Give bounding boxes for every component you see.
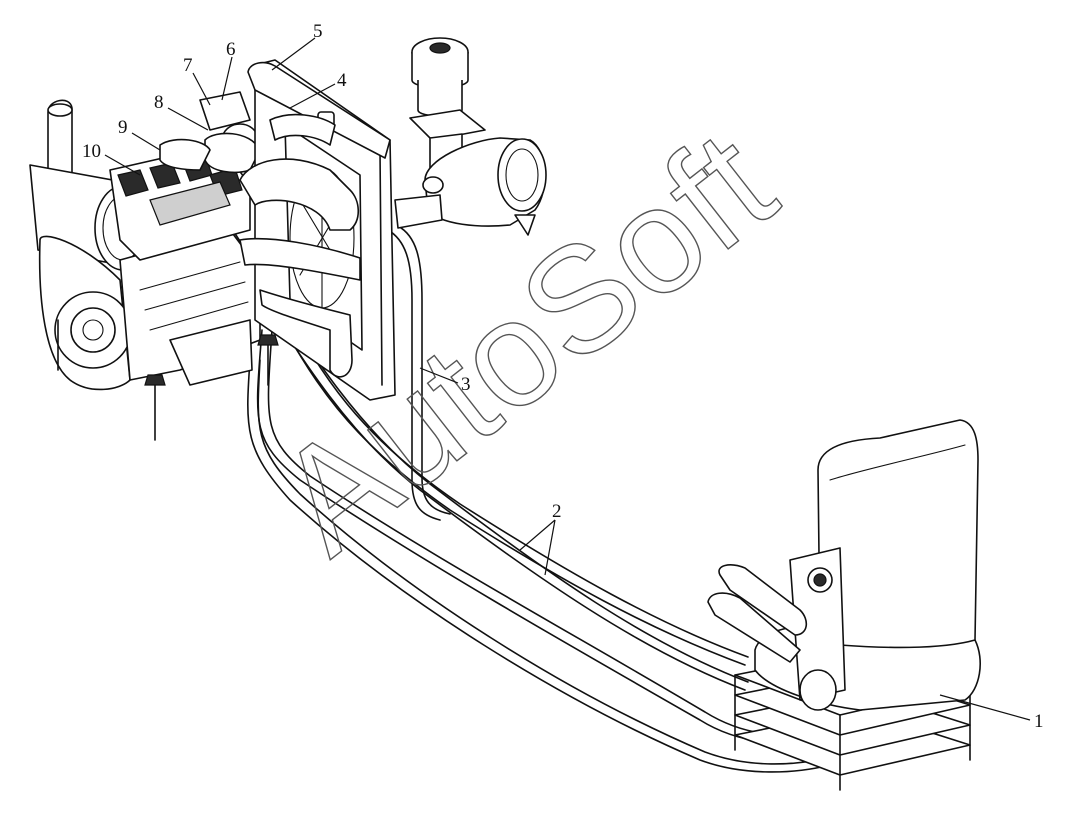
callout-8: 8 <box>154 92 164 113</box>
radiator-assembly <box>239 59 396 401</box>
callout-2: 2 <box>552 501 562 522</box>
engine-assembly <box>29 91 279 441</box>
callout-4: 4 <box>337 70 347 91</box>
air-cleaner <box>394 37 547 236</box>
callout-10: 10 <box>82 141 101 162</box>
callout-6: 6 <box>226 39 236 60</box>
operator-seat <box>707 419 981 791</box>
callout-3: 3 <box>461 374 471 395</box>
callout-7: 7 <box>183 55 193 76</box>
callout-9: 9 <box>118 117 128 138</box>
callout-1: 1 <box>1034 711 1044 732</box>
callout-5: 5 <box>313 21 323 42</box>
callout-leaders <box>104 37 1031 721</box>
callout-labels: 1 2 3 4 5 6 7 8 9 10 <box>82 21 1044 732</box>
